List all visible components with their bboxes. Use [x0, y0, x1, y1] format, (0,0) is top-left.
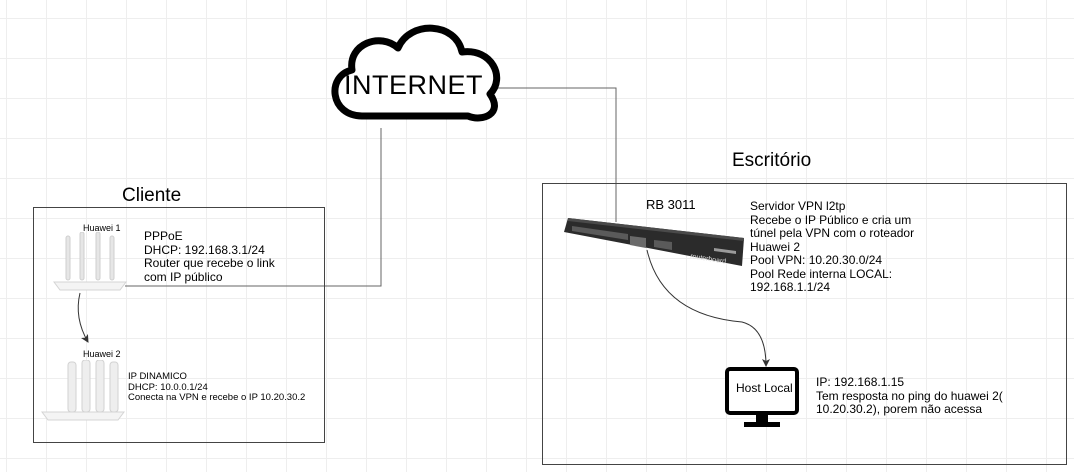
cliente-title: Cliente: [122, 185, 182, 206]
escritorio-container: [542, 183, 1067, 465]
link-rb3011-internet: [485, 84, 617, 222]
link-huawei1-huawei2: [77, 292, 89, 343]
router-icon: [41, 360, 125, 421]
rb3011-details: Servidor VPN l2tp Recebe o IP Público e …: [750, 199, 915, 294]
cliente-container: [33, 207, 325, 443]
host-details: IP: 192.168.1.15 Tem resposta no ping do…: [816, 375, 1003, 416]
link-huawei1-internet: [125, 128, 382, 287]
huawei2-name: Huawei 2: [83, 349, 121, 359]
host-name: Host Local: [736, 381, 793, 395]
cloud-icon: [331, 24, 501, 122]
huawei1-details: PPPoE DHCP: 192.168.3.1/24 Router que re…: [144, 229, 275, 284]
huawei2-details: IP DINAMICO DHCP: 10.0.0.1/24 Conecta na…: [128, 371, 306, 403]
huawei1-name: Huawei 1: [83, 223, 121, 233]
cloud-label: INTERNET: [344, 70, 483, 100]
link-rb3011-host: [646, 249, 770, 367]
router-icon: [53, 232, 127, 291]
rb3011-name: RB 3011: [646, 197, 696, 212]
monitor-icon: [725, 367, 799, 427]
rack-router-icon: routerboard: [564, 218, 744, 266]
escritorio-title: Escritório: [732, 150, 812, 171]
